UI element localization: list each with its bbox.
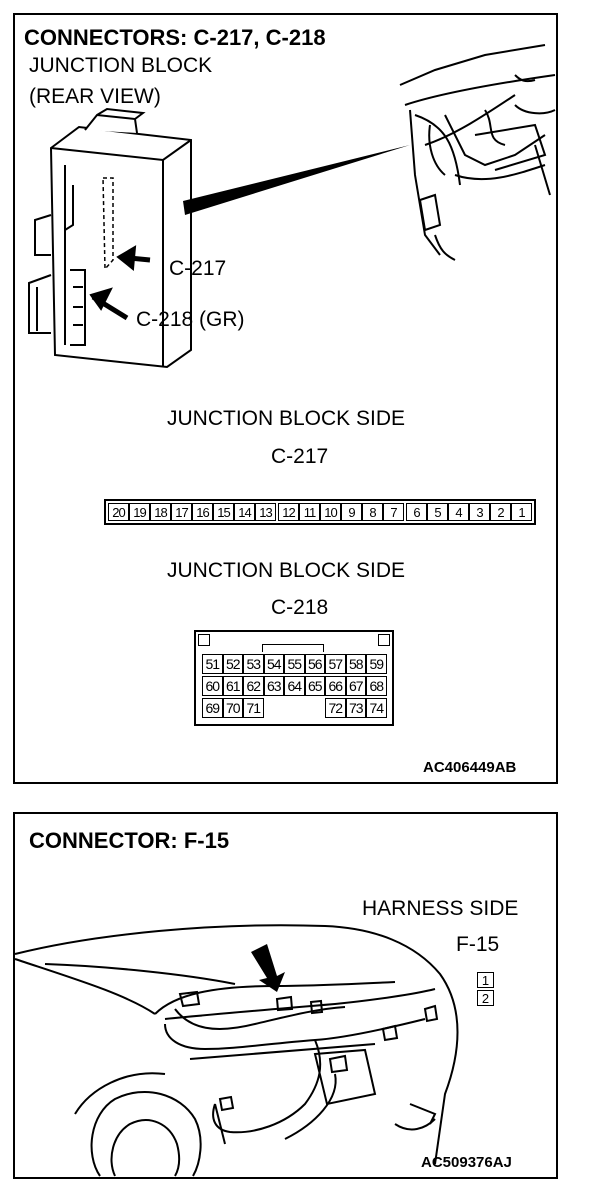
c217-heading: JUNCTION BLOCK SIDE	[167, 407, 406, 430]
c217-pin: 17	[171, 503, 192, 521]
c218-pin: 71	[243, 698, 264, 718]
c217-pin: 4	[448, 503, 469, 521]
c217-pin: 13	[255, 503, 276, 521]
c218-pin: 55	[284, 654, 305, 674]
f15-pin-2: 2	[477, 990, 494, 1006]
c218-pin: 61	[222, 676, 243, 696]
c217-pin: 18	[150, 503, 171, 521]
figure-code: AC406449AB	[423, 759, 517, 776]
rear-view-label: (REAR VIEW)	[29, 85, 161, 108]
junction-block-illustration	[28, 44, 556, 369]
c217-pin: 3	[469, 503, 490, 521]
panel-title: CONNECTORS: C-217, C-218	[24, 25, 326, 50]
c218-heading: JUNCTION BLOCK SIDE	[167, 559, 406, 582]
c218-pin: 60	[202, 676, 223, 696]
c217-name: C-217	[271, 445, 329, 468]
c217-pin: 11	[299, 503, 320, 521]
c218-pin: 65	[304, 676, 325, 696]
c217-pin: 20	[108, 503, 129, 521]
pointer-wedge	[183, 145, 410, 215]
c217-pin: 19	[129, 503, 150, 521]
connector-panel-f15: CONNECTOR: F-15 HARNESS SIDE F-15 1 2	[13, 812, 558, 1179]
c217-pin: 6	[406, 503, 427, 521]
c218-pin: 57	[325, 654, 346, 674]
panel-title-f15: CONNECTOR: F-15	[29, 828, 230, 853]
callout-c217: C-217	[169, 257, 227, 280]
c218-pin: 53	[243, 654, 264, 674]
c218-pin: 56	[304, 654, 325, 674]
f15-name: F-15	[456, 933, 500, 956]
vehicle-rear-illustration	[14, 924, 459, 1177]
c218-pin: 69	[202, 698, 223, 718]
c217-pin: 10	[320, 503, 341, 521]
callout-c218: C-218 (GR)	[136, 308, 245, 331]
harness-side-label: HARNESS SIDE	[362, 897, 519, 920]
c218-pin: 70	[222, 698, 243, 718]
c218-pin: 52	[222, 654, 243, 674]
location-arrow	[251, 944, 285, 992]
c217-pin: 16	[192, 503, 213, 521]
c217-pin: 8	[362, 503, 383, 521]
c218-name: C-218	[271, 596, 329, 619]
junction-block-label: JUNCTION BLOCK	[29, 54, 213, 77]
c218-pin: 68	[366, 676, 387, 696]
c217-pin: 15	[213, 503, 234, 521]
c218-pin: 66	[325, 676, 346, 696]
c218-pin: 67	[345, 676, 366, 696]
c218-pin: 74	[366, 698, 387, 718]
c217-pin: 7	[383, 503, 404, 521]
c218-pin: 62	[243, 676, 264, 696]
c218-pin: 51	[202, 654, 223, 674]
connector-key	[262, 644, 324, 652]
c218-pin: 72	[325, 698, 346, 718]
f15-pin-1: 1	[477, 972, 494, 988]
c218-pin: 58	[345, 654, 366, 674]
c217-pin: 12	[278, 503, 299, 521]
connector-lock-right	[378, 634, 390, 646]
c218-pin: 73	[345, 698, 366, 718]
c217-pin: 9	[341, 503, 362, 521]
c218-pin: 63	[263, 676, 284, 696]
c217-pin: 2	[490, 503, 511, 521]
c217-pin: 5	[427, 503, 448, 521]
c217-pin: 14	[234, 503, 255, 521]
c217-pin: 1	[511, 503, 532, 521]
c218-pin: 64	[284, 676, 305, 696]
c218-pin: 59	[366, 654, 387, 674]
c218-pin: 54	[263, 654, 284, 674]
figure-code-f15: AC509376AJ	[421, 1154, 512, 1171]
connector-lock-left	[198, 634, 210, 646]
